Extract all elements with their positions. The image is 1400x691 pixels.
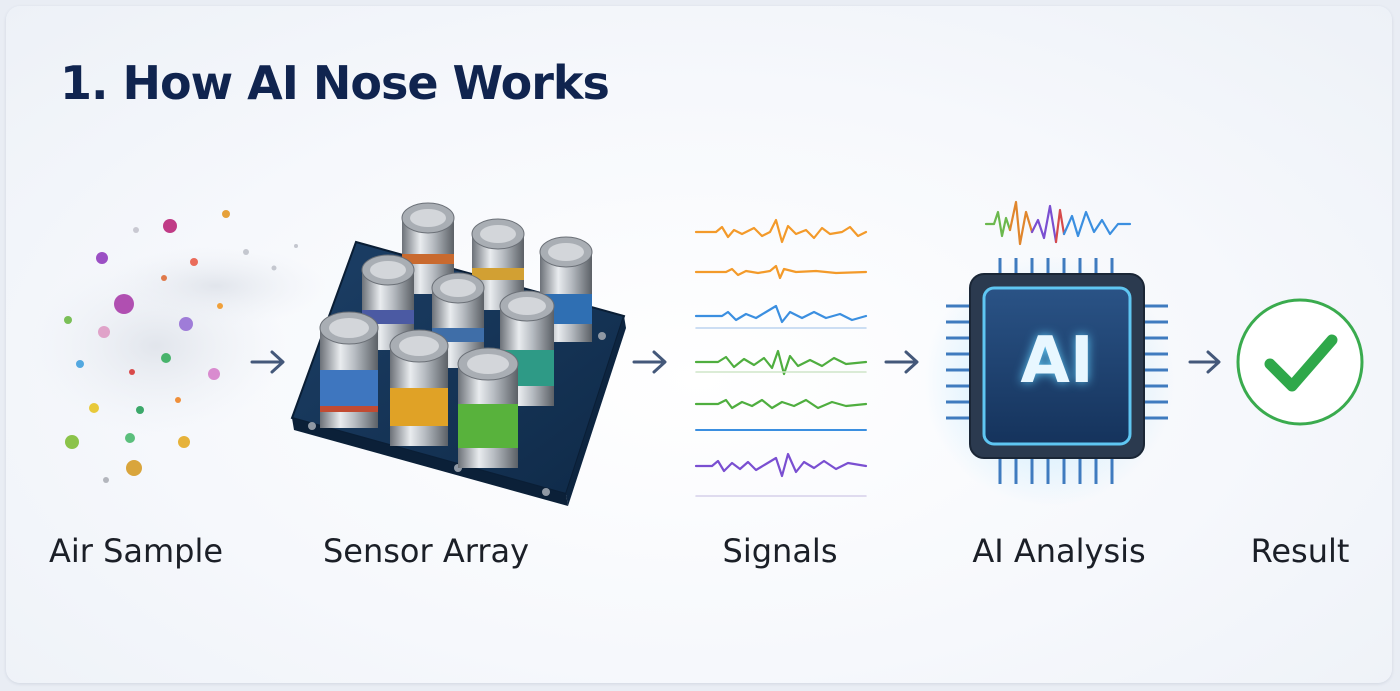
page-title: 1. How AI Nose Works: [60, 56, 610, 110]
chip-waveform: [984, 200, 1132, 246]
checkmark-circle-icon: [1236, 298, 1364, 426]
stage-label-signals: Signals: [722, 532, 838, 570]
stage-label-sensor-array: Sensor Array: [322, 532, 530, 570]
gas-sensor-cylinders: [319, 202, 593, 468]
sensor-cylinder: [319, 311, 379, 428]
flow-arrow-3: [884, 350, 919, 374]
flow-arrow-4: [1188, 350, 1221, 374]
signal-waves-icon: [694, 218, 868, 497]
sensor-cylinder: [457, 347, 519, 468]
diagram-canvas: [26, 200, 1364, 506]
sensor-cylinder: [389, 329, 449, 446]
air-particles-icon: [26, 210, 326, 483]
diagram-card: 1. How AI Nose Works: [6, 6, 1392, 683]
chip-label: AI: [1020, 324, 1094, 398]
stage-label-air-sample: Air Sample: [48, 532, 224, 570]
ai-chip-icon: [924, 200, 1174, 506]
chip-pins: [946, 258, 1168, 484]
flow-arrow-1: [250, 350, 285, 374]
stage-label-result: Result: [1250, 532, 1350, 570]
stage-label-ai-analysis: AI Analysis: [972, 532, 1146, 570]
flow-arrow-2: [632, 350, 667, 374]
